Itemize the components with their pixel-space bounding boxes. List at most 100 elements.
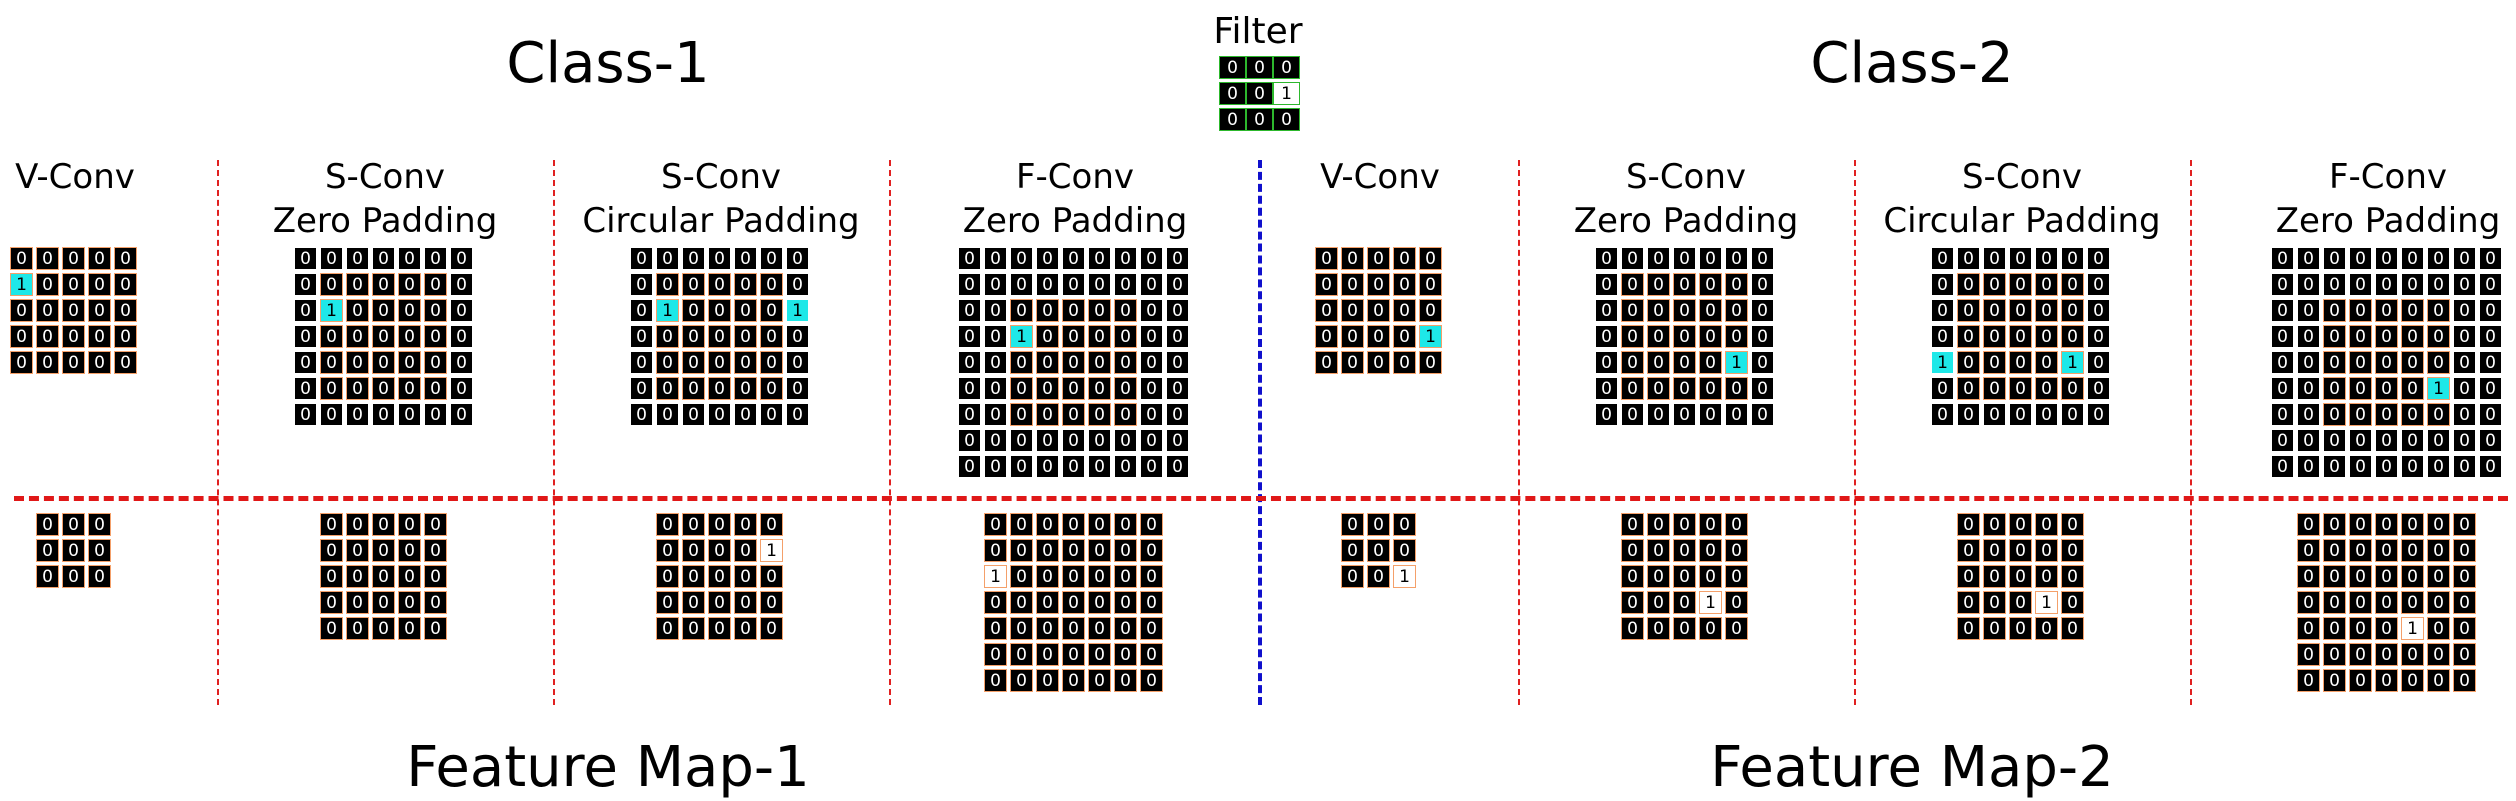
filter-cell-one: 1 — [1273, 82, 1300, 105]
matrix-cell: 0 — [346, 325, 369, 348]
matrix-cell: 0 — [1957, 325, 1980, 348]
matrix-cell: 0 — [320, 403, 343, 426]
matrix-cell: 0 — [2401, 403, 2424, 426]
matrix-cell: 0 — [682, 273, 705, 296]
matrix-cell: 0 — [656, 351, 679, 374]
matrix-cell: 0 — [424, 591, 447, 614]
matrix-cell: 0 — [1751, 351, 1774, 374]
matrix-cell: 0 — [2323, 513, 2346, 536]
matrix-cell: 0 — [2401, 325, 2424, 348]
matrix-cell: 0 — [1957, 591, 1980, 614]
matrix-cell: 0 — [1166, 429, 1189, 452]
matrix-cell: 0 — [1699, 377, 1722, 400]
matrix-cell: 0 — [2061, 273, 2084, 296]
matrix-cell: 0 — [1088, 539, 1111, 562]
matrix-cell: 0 — [2349, 539, 2372, 562]
matrix-cell-one: 1 — [2401, 617, 2424, 640]
matrix-cell: 0 — [682, 403, 705, 426]
matrix-cell: 0 — [372, 403, 395, 426]
matrix-cell: 0 — [2453, 403, 2476, 426]
matrix-cell: 0 — [114, 351, 137, 374]
matrix-cell: 0 — [1367, 513, 1390, 536]
matrix-cell: 0 — [1393, 247, 1416, 270]
matrix-cell: 0 — [2271, 325, 2294, 348]
matrix-cell: 0 — [2453, 669, 2476, 692]
matrix-cell: 0 — [424, 325, 447, 348]
matrix-cell: 0 — [682, 247, 705, 270]
matrix-cell: 0 — [2375, 377, 2398, 400]
matrix-cell: 0 — [2297, 591, 2320, 614]
matrix-cell: 0 — [1957, 403, 1980, 426]
matrix-cell: 0 — [2453, 643, 2476, 666]
matrix-cell: 0 — [1647, 273, 1670, 296]
matrix-cell: 0 — [450, 403, 473, 426]
matrix-cell: 0 — [2087, 247, 2110, 270]
matrix-cell-one: 1 — [2427, 377, 2450, 400]
matrix-cell: 0 — [1140, 617, 1163, 640]
matrix-cell: 0 — [1036, 591, 1059, 614]
matrix-cell: 0 — [2375, 539, 2398, 562]
matrix-cell: 0 — [372, 351, 395, 374]
matrix-cell: 0 — [1114, 273, 1137, 296]
matrix-cell: 0 — [2061, 565, 2084, 588]
matrix-cell: 0 — [2061, 513, 2084, 536]
matrix-cell: 0 — [2479, 273, 2502, 296]
matrix-cell: 0 — [1114, 539, 1137, 562]
matrix-cell: 0 — [1088, 351, 1111, 374]
matrix-cell: 0 — [2297, 351, 2320, 374]
matrix-cell: 0 — [1673, 591, 1696, 614]
matrix-cell: 0 — [682, 299, 705, 322]
matrix-cell: 0 — [760, 617, 783, 640]
matrix-cell: 0 — [2401, 591, 2424, 614]
matrix-cell: 0 — [1010, 247, 1033, 270]
matrix-cell: 0 — [786, 351, 809, 374]
matrix-cell: 0 — [1983, 377, 2006, 400]
matrix-cell: 0 — [734, 351, 757, 374]
matrix-cell: 0 — [734, 273, 757, 296]
matrix-cell: 0 — [656, 403, 679, 426]
matrix-cell: 0 — [958, 273, 981, 296]
matrix-cell: 0 — [2323, 617, 2346, 640]
matrix-cell: 0 — [2401, 377, 2424, 400]
matrix-cell: 0 — [2271, 247, 2294, 270]
matrix-cell: 0 — [786, 325, 809, 348]
matrix-cell: 0 — [2035, 513, 2058, 536]
matrix-cell: 0 — [424, 565, 447, 588]
matrix-cell: 0 — [1673, 513, 1696, 536]
matrix-cell: 0 — [398, 539, 421, 562]
matrix-cell: 0 — [1393, 539, 1416, 562]
matrix-cell: 0 — [760, 565, 783, 588]
matrix-cell: 0 — [1166, 351, 1189, 374]
matrix-cell: 0 — [2271, 351, 2294, 374]
matrix-cell: 0 — [734, 299, 757, 322]
matrix-cell: 0 — [62, 299, 85, 322]
class-1-title: Class-1 — [506, 31, 710, 96]
matrix-cell: 0 — [708, 377, 731, 400]
matrix-cell: 0 — [1036, 403, 1059, 426]
matrix-cell: 0 — [2087, 377, 2110, 400]
column-header-method: S-Conv — [1625, 157, 1747, 197]
matrix-cell: 0 — [2009, 591, 2032, 614]
matrix-cell: 0 — [1621, 299, 1644, 322]
matrix-cell: 0 — [1166, 247, 1189, 270]
matrix-cell: 0 — [2297, 565, 2320, 588]
matrix-cell: 0 — [1088, 513, 1111, 536]
matrix-cell: 0 — [1166, 325, 1189, 348]
matrix-cell: 0 — [1957, 617, 1980, 640]
matrix-cell: 0 — [984, 403, 1007, 426]
matrix-cell: 0 — [2427, 351, 2450, 374]
matrix-cell: 0 — [2401, 539, 2424, 562]
matrix-cell: 0 — [2349, 643, 2372, 666]
matrix-cell: 0 — [760, 591, 783, 614]
matrix-cell: 0 — [2375, 429, 2398, 452]
matrix-cell: 0 — [734, 513, 757, 536]
matrix-cell: 0 — [294, 325, 317, 348]
matrix-cell-one: 1 — [1393, 565, 1416, 588]
matrix-cell: 0 — [2453, 429, 2476, 452]
matrix-cell: 0 — [786, 377, 809, 400]
matrix-cell: 0 — [62, 565, 85, 588]
matrix-cell: 0 — [1010, 669, 1033, 692]
matrix-cell: 0 — [372, 325, 395, 348]
